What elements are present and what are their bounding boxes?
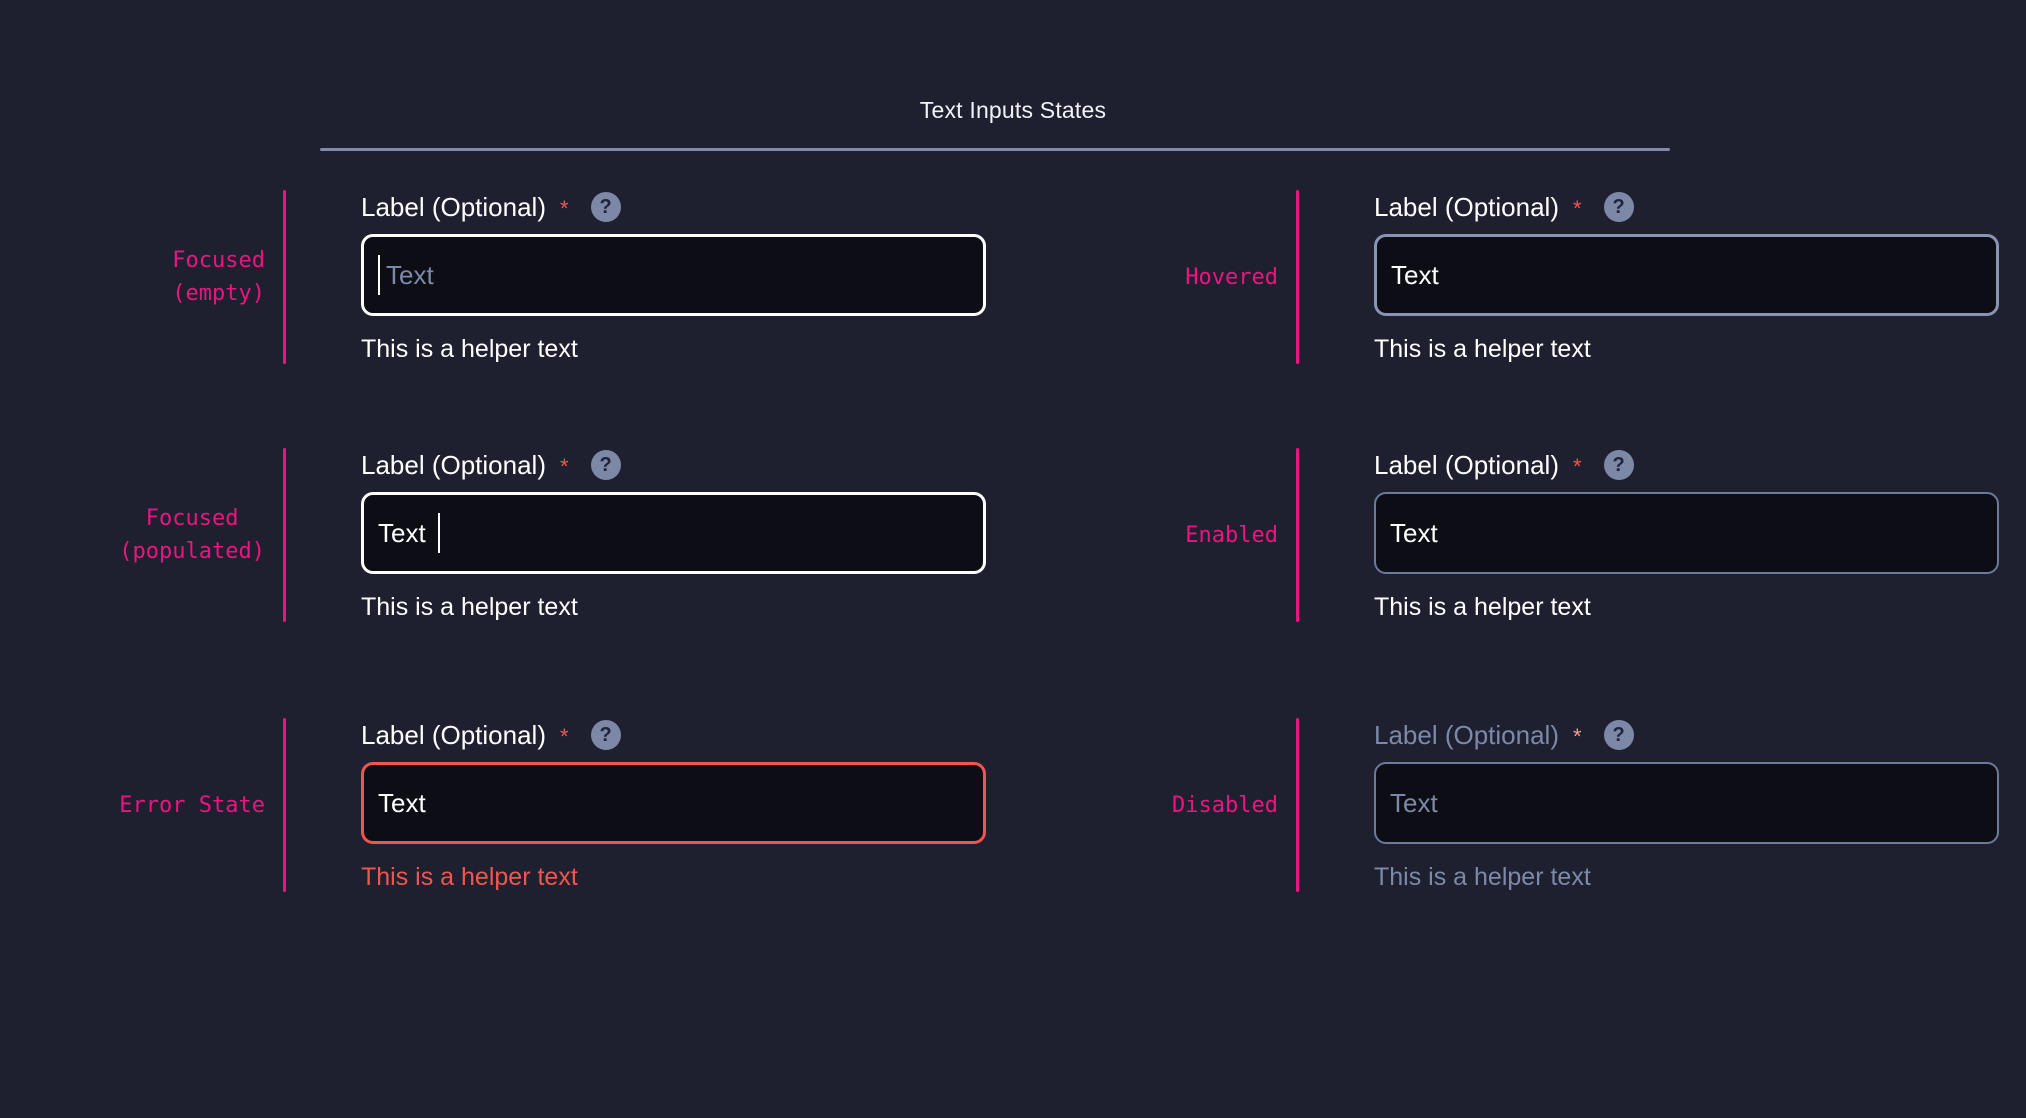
field-cell-hovered: Hovered Label (Optional) * ? Text This i… — [1013, 190, 2026, 364]
states-row: Focused (empty) Label (Optional) * ? Tex… — [0, 190, 2026, 448]
input-placeholder: Text — [1390, 788, 1438, 818]
required-asterisk: * — [1573, 454, 1582, 479]
field-cell-enabled: Enabled Label (Optional) * ? Text This i… — [1013, 448, 2026, 622]
input-placeholder: Text — [386, 260, 434, 290]
state-divider — [283, 190, 286, 364]
required-asterisk: * — [560, 724, 569, 749]
field-block-disabled: Label (Optional) * ? Text This is a help… — [1299, 718, 2026, 892]
state-label-focused-populated: Focused (populated) — [119, 506, 265, 564]
field-label: Label (Optional) — [1374, 192, 1559, 222]
field-label-line: Label (Optional) * ? — [361, 190, 1013, 224]
state-divider — [283, 718, 286, 892]
field-label-line: Label (Optional) * ? — [1374, 448, 2026, 482]
page-title: Text Inputs States — [919, 97, 1107, 123]
states-grid: Focused (empty) Label (Optional) * ? Tex… — [0, 190, 2026, 968]
input-value: Text — [378, 788, 426, 818]
help-icon[interactable]: ? — [1603, 192, 1634, 222]
field-label-line: Label (Optional) * ? — [361, 448, 1013, 482]
field-block-error: Label (Optional) * ? Text This is a help… — [286, 718, 1013, 892]
text-caret — [437, 513, 440, 553]
header-divider — [320, 148, 1670, 151]
required-asterisk: * — [1573, 724, 1582, 749]
text-input-hovered[interactable]: Text — [1374, 234, 1999, 316]
field-block-focused-populated: Label (Optional) * ? Text This is a help… — [286, 448, 1013, 622]
state-label-enabled: Enabled — [1185, 522, 1278, 548]
field-cell-focused-populated: Focused (populated) Label (Optional) * ?… — [0, 448, 1013, 622]
text-input-enabled[interactable]: Text — [1374, 492, 1999, 574]
state-label-wrap-disabled: Disabled — [1013, 718, 1296, 892]
help-icon: ? — [1603, 720, 1634, 750]
helper-text: This is a helper text — [1374, 335, 1591, 363]
text-input-disabled: Text — [1374, 762, 1999, 844]
text-caret — [378, 255, 380, 295]
text-input-focused-populated[interactable]: Text — [361, 492, 986, 574]
states-row: Focused (populated) Label (Optional) * ?… — [0, 448, 2026, 718]
state-label-disabled: Disabled — [1172, 792, 1278, 818]
field-label: Label (Optional) — [1374, 720, 1559, 750]
helper-text: This is a helper text — [1374, 593, 1591, 621]
required-asterisk: * — [1573, 196, 1582, 221]
state-label-wrap-hovered: Hovered — [1013, 190, 1296, 364]
state-divider — [1296, 190, 1299, 364]
state-label-hovered: Hovered — [1185, 264, 1278, 290]
state-divider — [1296, 448, 1299, 622]
help-icon[interactable]: ? — [590, 720, 621, 750]
required-asterisk: * — [560, 454, 569, 479]
help-icon[interactable]: ? — [590, 450, 621, 480]
field-label: Label (Optional) — [361, 192, 546, 222]
text-input-focused-empty[interactable]: Text — [361, 234, 986, 316]
helper-text-error: This is a helper text — [361, 863, 578, 891]
field-label-line: Label (Optional) * ? — [1374, 718, 2026, 752]
helper-text: This is a helper text — [361, 593, 578, 621]
states-row: Error State Label (Optional) * ? Text Th… — [0, 718, 2026, 968]
field-cell-error: Error State Label (Optional) * ? Text Th… — [0, 718, 1013, 892]
state-label-focused-empty: Focused (empty) — [172, 248, 265, 306]
text-input-error[interactable]: Text — [361, 762, 986, 844]
field-label: Label (Optional) — [361, 720, 546, 750]
state-label-wrap-focused-populated: Focused (populated) — [0, 448, 283, 622]
helper-text-disabled: This is a helper text — [1374, 863, 1591, 891]
state-label-wrap-focused-empty: Focused (empty) — [0, 190, 283, 364]
state-label-error: Error State — [119, 792, 265, 818]
field-label-line: Label (Optional) * ? — [361, 718, 1013, 752]
state-divider — [1296, 718, 1299, 892]
helper-text: This is a helper text — [361, 335, 578, 363]
field-label: Label (Optional) — [1374, 450, 1559, 480]
field-cell-disabled: Disabled Label (Optional) * ? Text This … — [1013, 718, 2026, 892]
field-label: Label (Optional) — [361, 450, 546, 480]
input-value: Text — [1391, 260, 1439, 290]
field-block-focused-empty: Label (Optional) * ? Text This is a help… — [286, 190, 1013, 364]
page-header: Text Inputs States — [0, 96, 2026, 124]
state-label-wrap-enabled: Enabled — [1013, 448, 1296, 622]
state-label-wrap-error: Error State — [0, 718, 283, 892]
input-value: Text — [1390, 518, 1438, 548]
field-block-enabled: Label (Optional) * ? Text This is a help… — [1299, 448, 2026, 622]
field-cell-focused-empty: Focused (empty) Label (Optional) * ? Tex… — [0, 190, 1013, 364]
help-icon[interactable]: ? — [1603, 450, 1634, 480]
state-divider — [283, 448, 286, 622]
field-block-hovered: Label (Optional) * ? Text This is a help… — [1299, 190, 2026, 364]
help-icon[interactable]: ? — [590, 192, 621, 222]
field-label-line: Label (Optional) * ? — [1374, 190, 2026, 224]
required-asterisk: * — [560, 196, 569, 221]
input-value: Text — [378, 518, 426, 548]
